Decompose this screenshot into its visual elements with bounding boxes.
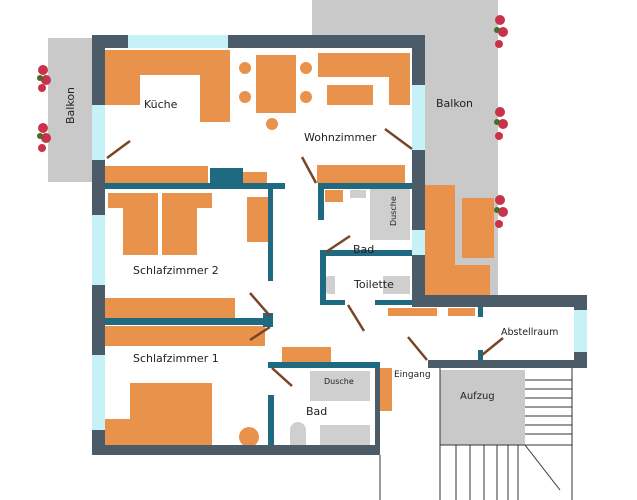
flower-icon: [37, 65, 51, 92]
label-shower-upper: Dusche: [389, 196, 398, 226]
door-swings: [106, 127, 504, 387]
label-bath-upper: Bad: [353, 243, 374, 256]
label-kitchen: Küche: [144, 98, 178, 111]
label-elevator: Aufzug: [460, 391, 495, 402]
room-labels: Küche Wohnzimmer Schlafzimmer 2 Schlafzi…: [64, 87, 558, 418]
balcony-left: [48, 38, 92, 182]
outer-walls: [92, 35, 587, 455]
flower-icon: [494, 15, 508, 48]
label-storage: Abstellraum: [501, 327, 558, 338]
flower-icon: [494, 107, 508, 140]
staircase: [379, 368, 573, 500]
elevator: [440, 370, 525, 445]
flower-icon: [37, 123, 51, 152]
furniture: [105, 50, 494, 448]
flower-boxes: [37, 15, 508, 228]
label-entrance: Eingang: [394, 370, 431, 380]
label-bath-lower: Bad: [306, 405, 327, 418]
windows: [92, 35, 587, 430]
label-shower-lower: Dusche: [324, 377, 354, 386]
bathroom-fixtures: [290, 188, 410, 445]
label-balcony-right: Balkon: [436, 97, 473, 110]
label-living-room: Wohnzimmer: [304, 131, 377, 144]
label-balcony-left: Balkon: [64, 87, 77, 124]
inner-walls: [105, 168, 483, 445]
label-toilet: Toilette: [353, 278, 394, 291]
flower-icon: [494, 195, 508, 228]
label-bedroom1: Schlafzimmer 1: [133, 352, 219, 365]
label-bedroom2: Schlafzimmer 2: [133, 264, 219, 277]
